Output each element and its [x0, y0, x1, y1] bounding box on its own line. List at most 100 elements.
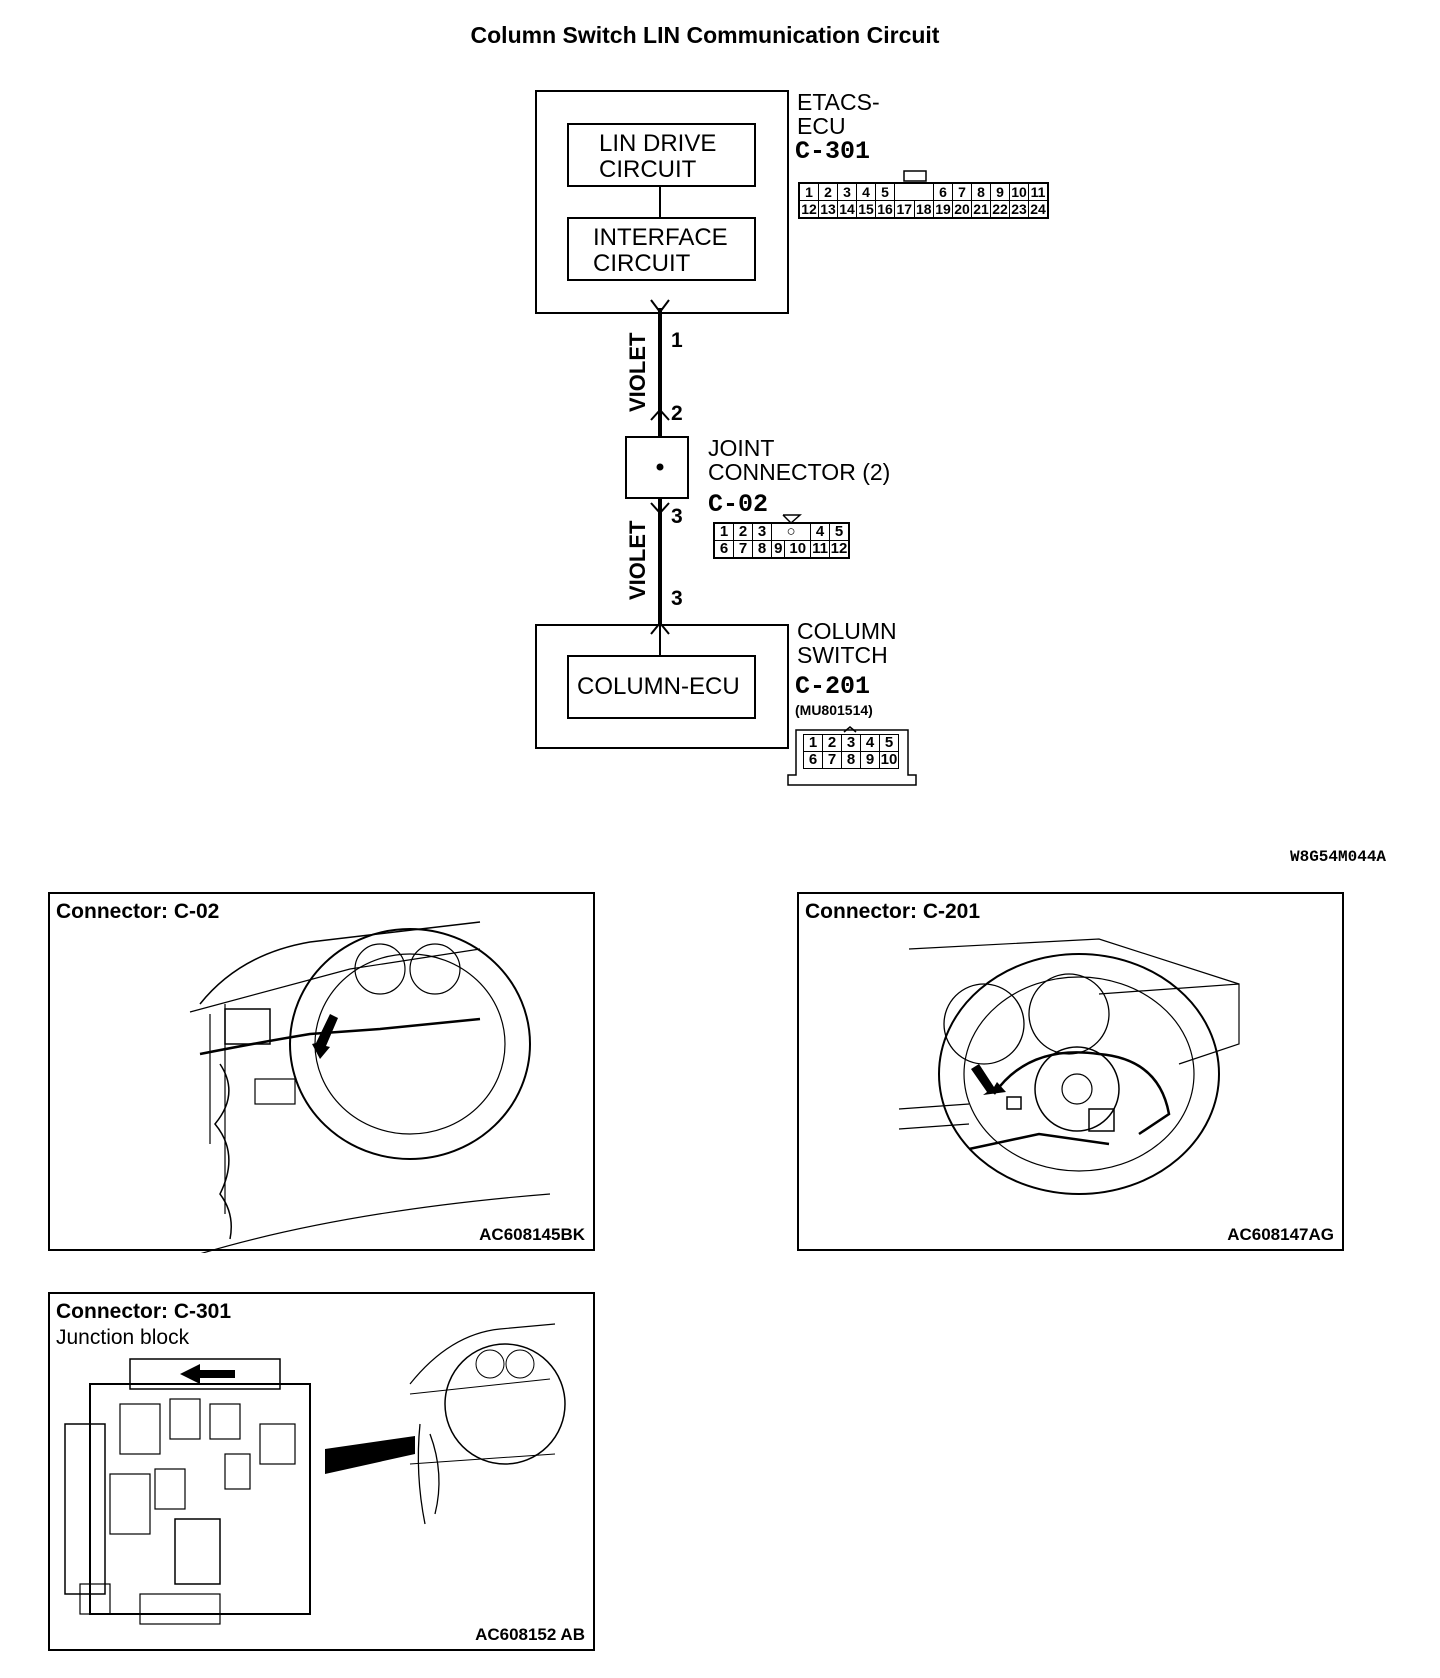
- pin-cell: 1: [803, 734, 823, 752]
- pin-cell: 10: [1009, 182, 1029, 201]
- dashboard-illustration: [189, 921, 551, 1253]
- panel-code: AC608152 AB: [475, 1625, 585, 1644]
- pin-cell: 5: [875, 182, 895, 201]
- lin-drive-line1: LIN DRIVE: [599, 130, 717, 157]
- joint-splice-dot: [656, 463, 664, 471]
- panel-connector-c02: Connector: C-02 AC608145BK: [48, 892, 595, 1253]
- pin-cell: 5: [879, 734, 899, 752]
- pin-cell: 21: [971, 200, 991, 219]
- pin-cell: 3: [841, 734, 861, 752]
- wire1-pin-top: 1: [671, 329, 683, 352]
- pin-cell: 15: [856, 200, 876, 219]
- column-part-number: (MU801514): [795, 702, 873, 718]
- pin-cell: 4: [856, 182, 876, 201]
- pin-cell: 5: [829, 522, 850, 541]
- connector-mark-c02-in: [650, 408, 670, 421]
- column-switch-box: [535, 624, 789, 749]
- etacs-name-line1: ETACS-: [797, 89, 880, 115]
- column-connector-id: C-201: [795, 672, 871, 701]
- pin-cell: 7: [733, 540, 753, 559]
- pin-cell: 16: [875, 200, 895, 219]
- interface-circuit-block: INTERFACE CIRCUIT: [567, 217, 756, 281]
- column-name-line2: SWITCH: [797, 642, 888, 668]
- connector-mark-c201: [650, 621, 670, 635]
- joint-name-line2: CONNECTOR (2): [708, 459, 891, 485]
- panel-title: Connector: C-301: [56, 1300, 232, 1323]
- wire2-pin-bottom: 3: [671, 587, 683, 610]
- pin-cell: 7: [822, 751, 842, 769]
- pin-cell: 2: [818, 182, 838, 201]
- wire1-color-label: VIOLET: [625, 332, 650, 412]
- steering-illustration: [898, 938, 1240, 1195]
- interface-line1: INTERFACE: [593, 224, 728, 251]
- pin-cell: 1: [798, 182, 819, 201]
- pin-cell: 17: [894, 200, 915, 219]
- wire1-pin-bottom: 2: [671, 402, 683, 425]
- pin-cell: 19: [933, 200, 953, 219]
- pin-cell: 3: [752, 522, 772, 541]
- pin-cell: 6: [803, 751, 823, 769]
- panel-connector-c301: Connector: C-301 Junction block AC608152…: [48, 1292, 595, 1651]
- pin-cell: 9: [770, 540, 786, 559]
- pin-cell: 12: [798, 200, 819, 219]
- pin-cell: 22: [990, 200, 1010, 219]
- pin-cell: 20: [952, 200, 972, 219]
- junction-block-illustration: [64, 1323, 566, 1625]
- wire2-color-label: VIOLET: [625, 520, 650, 600]
- pin-cell: 4: [860, 734, 880, 752]
- pin-cell-empty: [894, 183, 934, 201]
- pin-cell: 14: [837, 200, 857, 219]
- panel-title: Connector: C-201: [805, 900, 981, 923]
- wire2-pin-top: 3: [671, 505, 683, 528]
- pin-cell: 8: [752, 540, 772, 559]
- c301-pin-table: 1 2 3 4 5 6 7 8 9 10 11 12 13 14 15 16 1…: [798, 182, 1049, 219]
- pin-cell: 18: [913, 200, 934, 219]
- pin-cell: 12: [829, 540, 850, 559]
- pin-cell: 24: [1028, 200, 1049, 219]
- panel-title: Connector: C-02: [56, 900, 220, 923]
- joint-connector-id: C-02: [708, 490, 769, 519]
- pin-cell: 10: [879, 751, 899, 769]
- pin-cell: 2: [822, 734, 842, 752]
- connector-mark-c02-out: [650, 502, 670, 515]
- etacs-connector-id: C-301: [795, 137, 871, 166]
- c201-pin-table: 1 2 3 4 5 6 7 8 9 10: [803, 734, 899, 769]
- pin-cell: 6: [713, 540, 734, 559]
- pin-cell: 10: [784, 540, 811, 559]
- panel-code: AC608147AG: [1227, 1225, 1334, 1244]
- column-name-line1: COLUMN: [797, 618, 897, 644]
- pin-cell-empty: ○: [771, 523, 811, 541]
- diagram-title: Column Switch LIN Communication Circuit: [470, 22, 940, 48]
- c02-pin-table: 1 2 3 ○ 4 5 6 7 8 9 10 11 12: [713, 522, 850, 559]
- lin-drive-circuit-block: LIN DRIVE CIRCUIT: [567, 123, 756, 187]
- pin-cell: 3: [837, 182, 857, 201]
- location-arrow: [971, 1064, 1006, 1095]
- location-arrow: [312, 1014, 338, 1059]
- callout-wedge: [325, 1436, 415, 1474]
- panel-subtitle: Junction block: [56, 1326, 190, 1349]
- pin-cell: 4: [810, 522, 830, 541]
- diagram-code: W8G54M044A: [1290, 848, 1387, 866]
- pin-cell: 2: [733, 522, 753, 541]
- pin-cell: 6: [933, 182, 953, 201]
- pin-cell: 11: [1028, 182, 1049, 201]
- column-ecu-block: COLUMN-ECU: [567, 655, 756, 719]
- joint-connector-box: [625, 436, 689, 499]
- joint-name-line1: JOINT: [708, 435, 775, 461]
- pin-cell: 11: [810, 540, 830, 559]
- pin-cell: 1: [713, 522, 734, 541]
- pin-cell: 7: [952, 182, 972, 201]
- panel-connector-c201: Connector: C-201 AC608147AG: [797, 892, 1344, 1251]
- lin-drive-line2: CIRCUIT: [599, 156, 697, 183]
- pin-cell: 23: [1009, 200, 1029, 219]
- pin-cell: 9: [990, 182, 1010, 201]
- pin-cell: 13: [818, 200, 838, 219]
- pin-cell: 8: [971, 182, 991, 201]
- etacs-name-line2: ECU: [797, 113, 846, 139]
- c201-housing: [787, 729, 917, 786]
- etacs-ecu-box: [535, 90, 789, 314]
- panel-code: AC608145BK: [479, 1225, 585, 1244]
- location-arrow: [180, 1364, 235, 1384]
- interface-line2: CIRCUIT: [593, 250, 691, 277]
